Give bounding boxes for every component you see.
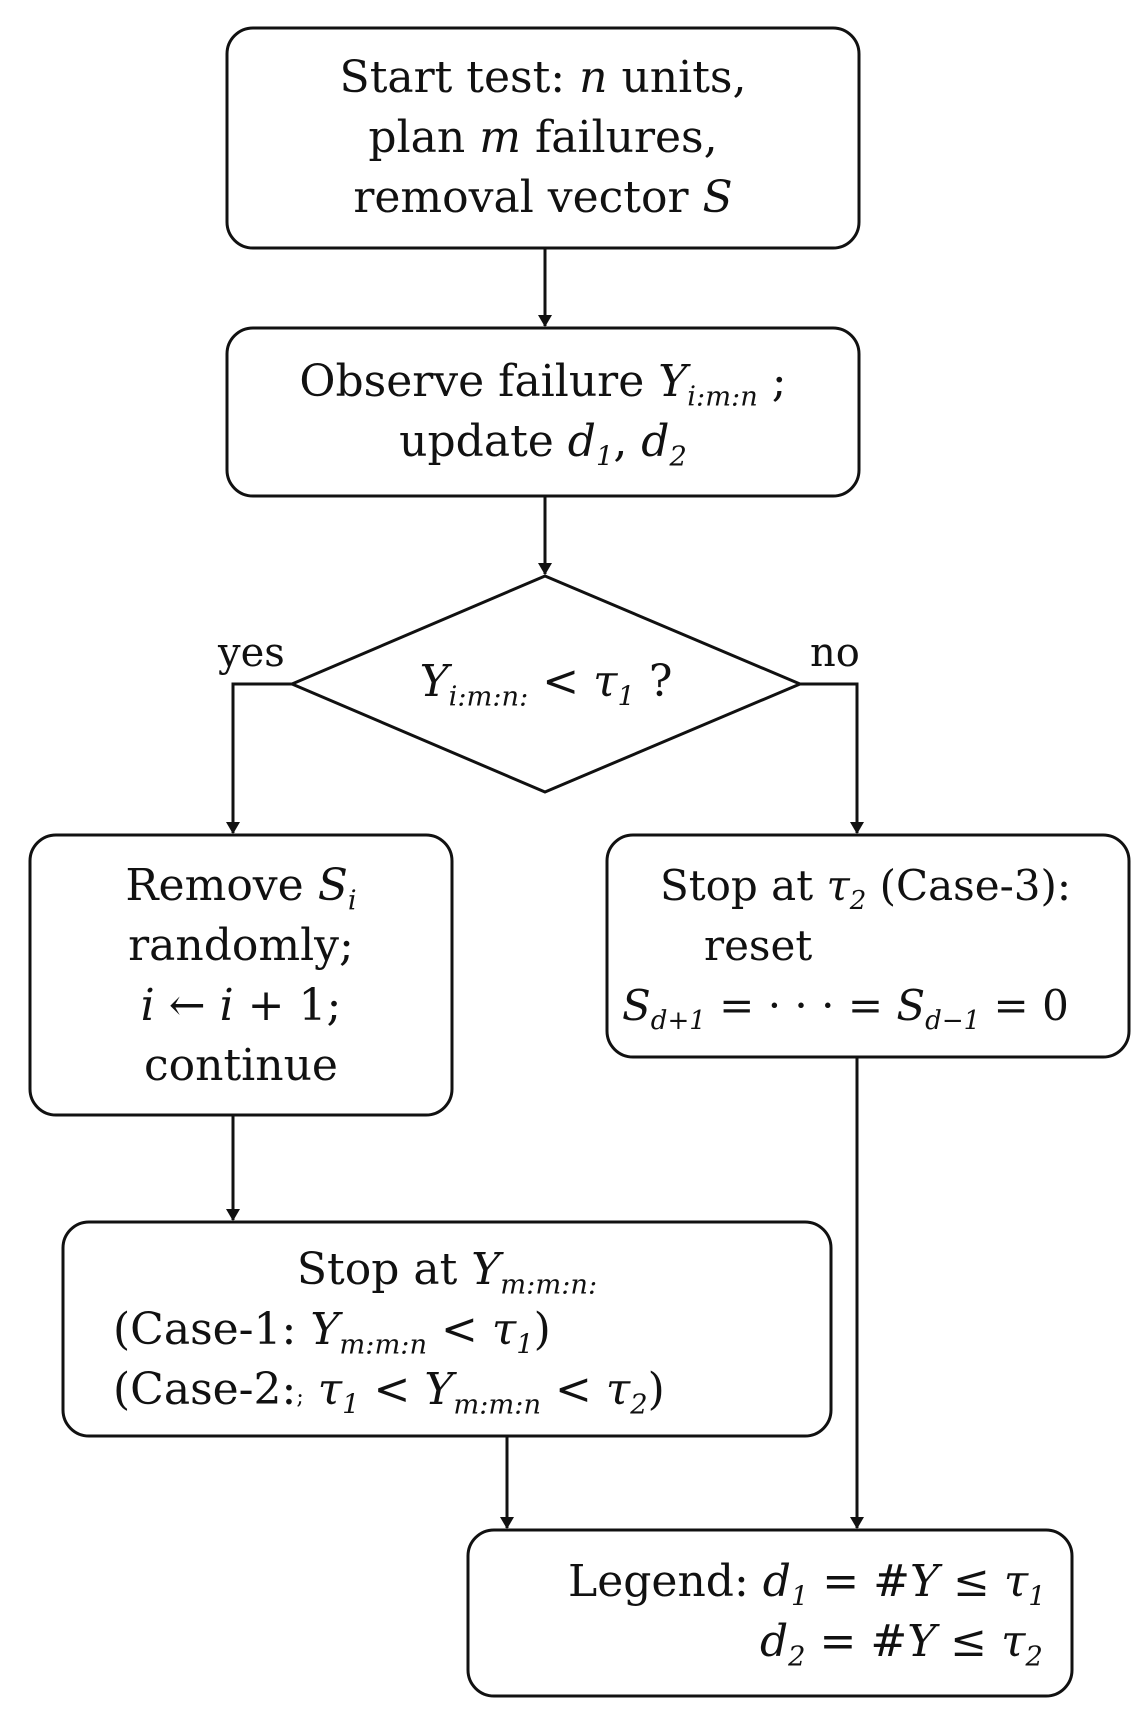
decision-text: Yi:m:n: < τ1 ? (419, 656, 673, 713)
stop-tau2-line-1: Stop at τ2 (Case-3): (660, 861, 1072, 917)
edge-decision-no (800, 682, 864, 834)
remove-box (28, 833, 454, 1117)
start-line-1: Start test: n units, (339, 52, 747, 103)
legend-line-2: d2 = #Y ≤ τ2 (760, 1616, 1043, 1673)
remove-line-4: continue (144, 1040, 338, 1091)
start-text: Start test: n units, plan m failures, re… (227, 48, 859, 228)
observe-line-2: update d1, d2 (399, 416, 687, 473)
no-label: no (810, 630, 860, 676)
stop-tau2-text: Stop at τ2 (Case-3): reset Sd+1 = · · · … (612, 856, 1124, 1036)
remove-line-3: i ← i + 1; (140, 980, 342, 1031)
stop-tau2-line-3: Sd+1 = · · · = Sd−1 = 0 (622, 981, 1069, 1037)
remove-line-2: randomly; (128, 920, 354, 971)
legend-line-1: Legend: d1 = #Y ≤ τ1 (568, 1556, 1046, 1613)
stop-tau2-line-2: reset (704, 921, 813, 970)
stop-ym-box (61, 1220, 833, 1438)
start-line-2: plan m failures, (368, 112, 718, 163)
yes-label: yes (218, 630, 285, 676)
stop-ym-line-1: Stop at Ym:m:n: (296, 1244, 598, 1301)
decision-diamond (288, 574, 804, 794)
remove-text: Remove Si randomly; i ← i + 1; continue (30, 856, 452, 1096)
edge-decision-yes (226, 682, 292, 834)
stop-ym-line-2: (Case-1: Ym:m:n < τ1) (113, 1304, 551, 1361)
stop-tau2-box (605, 833, 1131, 1059)
legend-box (466, 1528, 1074, 1698)
stop-ym-text: Stop at Ym:m:n: (Case-1: Ym:m:n < τ1) (C… (63, 1240, 831, 1428)
stop-ym-line-3: (Case-2:; τ1 < Ym:m:n < τ2) (113, 1364, 665, 1421)
start-line-3: removal vector S (353, 172, 733, 223)
observe-text: Observe failure Yi:m:n ; update d1, d2 (227, 352, 859, 472)
start-box (225, 26, 861, 250)
observe-line-1: Observe failure Yi:m:n ; (299, 356, 787, 413)
remove-line-1: Remove Si (125, 860, 357, 917)
legend-text: Legend: d1 = #Y ≤ τ1 d2 = #Y ≤ τ2 (468, 1552, 1068, 1672)
observe-box (225, 326, 861, 498)
